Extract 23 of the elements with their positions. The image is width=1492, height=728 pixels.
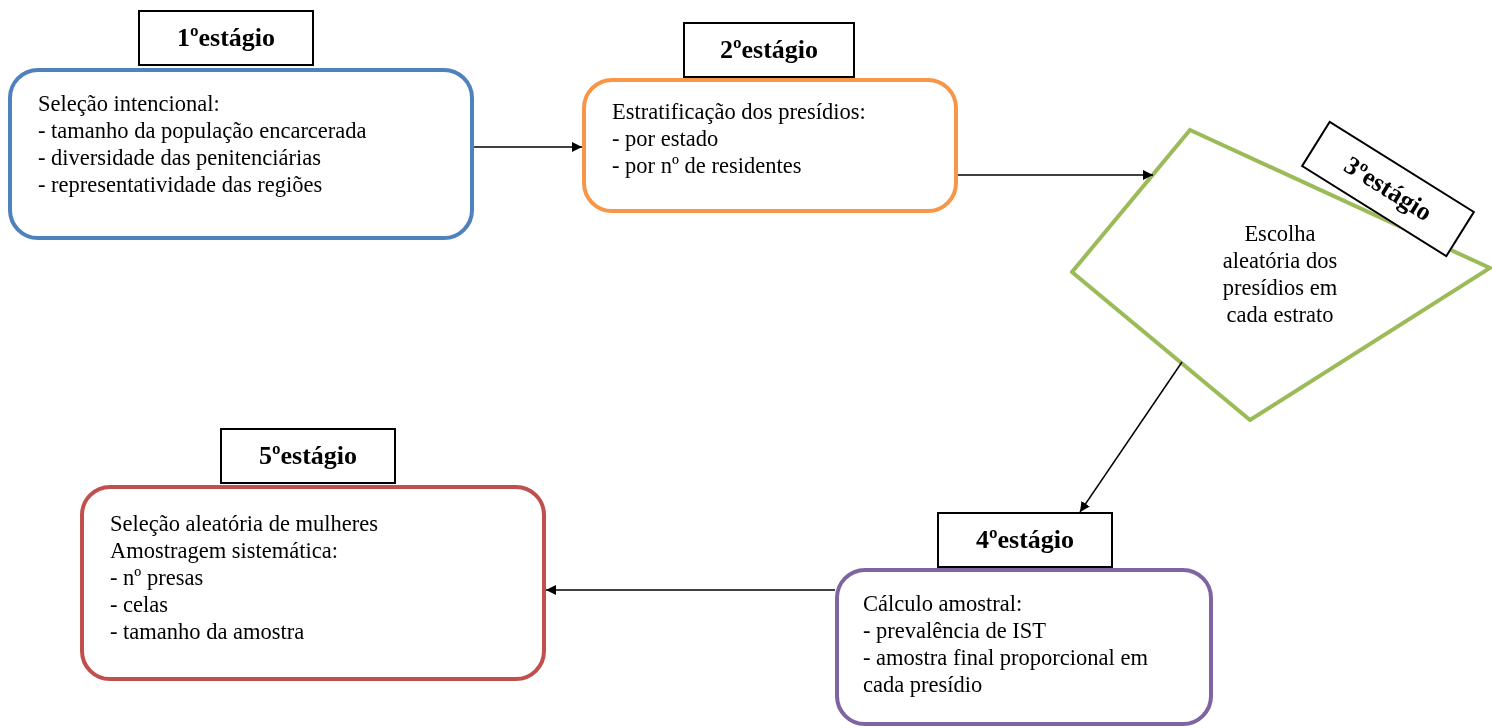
body-text: - diversidade das penitenciárias — [38, 144, 322, 171]
body-text: - prevalência de IST — [863, 617, 1048, 644]
arrow — [473, 142, 583, 152]
body-text: - por estado — [612, 125, 720, 152]
body-text: - tamanho da população encarcerada — [38, 117, 368, 144]
body-text: - tamanho da amostra — [110, 618, 306, 645]
body-text: - nº presas — [110, 564, 205, 591]
stage-label: 1ºestágio — [138, 10, 314, 66]
arrow — [957, 170, 1154, 180]
body-text: Amostragem sistemática: — [110, 537, 340, 564]
body-text: Cálculo amostral: — [863, 590, 1024, 617]
stage-label: 5ºestágio — [220, 428, 396, 484]
body-text: - amostra final proporcional em cada presídio — [863, 644, 1149, 698]
body-text: - por nº de residentes — [612, 152, 803, 179]
stage-label: 2ºestágio — [683, 22, 855, 78]
body-text: Estratificação dos presídios: — [612, 98, 867, 125]
arrow — [1079, 361, 1183, 513]
stage-label: 4ºestágio — [937, 512, 1113, 568]
body-text: Seleção intencional: — [38, 90, 221, 117]
arrow — [545, 585, 836, 595]
body-text: - representatividade das regiões — [38, 171, 324, 198]
body-text: Seleção aleatória de mulheres — [110, 510, 379, 537]
body-text: - celas — [110, 591, 170, 618]
